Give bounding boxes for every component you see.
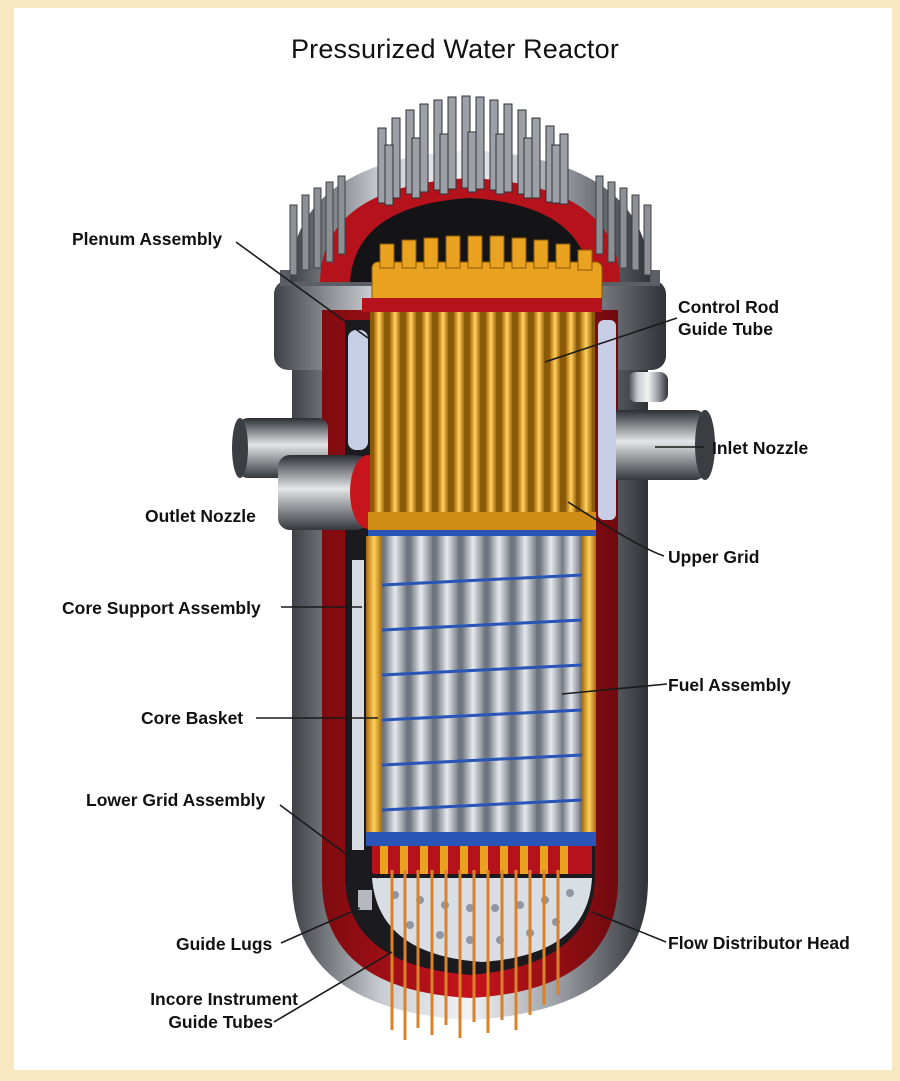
label-outlet-nozzle: Outlet Nozzle: [145, 505, 256, 527]
upper-grid-blue-band: [368, 530, 596, 536]
label-control-rod-line1: Control Rod: [678, 296, 779, 318]
core-support-barrel: [352, 560, 364, 850]
label-guide-lugs: Guide Lugs: [176, 933, 272, 955]
control-rod-guide-tubes: [348, 298, 616, 520]
label-guide-tube-line2: Guide Tube: [678, 318, 773, 340]
label-lower-grid-assembly: Lower Grid Assembly: [86, 789, 265, 811]
label-inlet-nozzle: Inlet Nozzle: [712, 437, 808, 459]
control-rod-drive-nozzles: [378, 96, 568, 205]
core-basket-wall-right: [582, 536, 596, 836]
core-basket-wall-left: [366, 536, 382, 836]
label-core-basket: Core Basket: [141, 707, 243, 729]
label-plenum-assembly: Plenum Assembly: [72, 228, 222, 250]
label-core-support-assembly: Core Support Assembly: [62, 597, 261, 619]
guide-lug: [358, 890, 372, 910]
label-incore-instrument-line1: Incore Instrument: [110, 988, 298, 1010]
lower-grid-assembly-shape: [366, 832, 596, 874]
fuel-assemblies: [382, 536, 582, 832]
label-flow-distributor-head: Flow Distributor Head: [668, 932, 850, 954]
label-upper-grid: Upper Grid: [668, 546, 759, 568]
label-guide-tubes-line2: Guide Tubes: [110, 1011, 273, 1033]
label-fuel-assembly: Fuel Assembly: [668, 674, 791, 696]
